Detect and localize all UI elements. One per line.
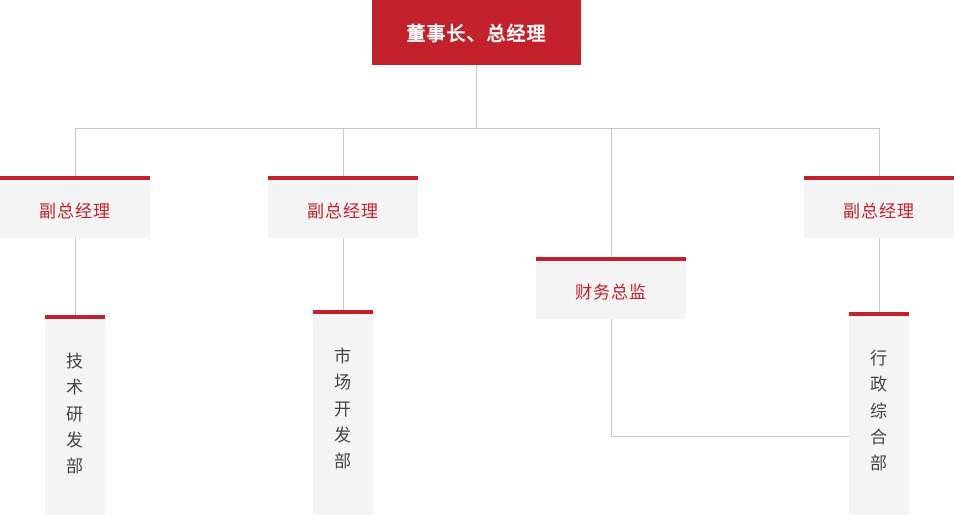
dept-char: 术: [66, 378, 84, 399]
connector-cfo-elbow-vertical: [611, 319, 612, 436]
connector-drop-cfo: [611, 128, 612, 257]
dept-char: 部: [334, 452, 352, 473]
dept-char: 技: [66, 352, 84, 372]
connector-bus-level2: [75, 128, 880, 129]
connector-drop-vp-2: [343, 128, 344, 176]
node-rnd-department-label: 技 术 研 发 部: [66, 349, 84, 515]
node-administration-department-label: 行 政 综 合 部: [870, 346, 888, 515]
connector-drop-market-dept: [343, 238, 344, 315]
node-vice-general-manager-3[interactable]: 副总经理: [804, 176, 954, 238]
connector-root-stem: [476, 65, 477, 128]
node-finance-director-label: 财务总监: [575, 282, 647, 303]
dept-char: 市: [334, 347, 352, 367]
node-market-development-department[interactable]: 市 场 开 发 部: [313, 310, 373, 515]
connector-drop-vp-1: [75, 128, 76, 176]
connector-cfo-elbow-horizontal: [611, 436, 849, 437]
node-finance-director[interactable]: 财务总监: [536, 257, 686, 319]
connector-drop-rnd-dept: [75, 238, 76, 315]
node-market-development-department-label: 市 场 开 发 部: [334, 344, 352, 515]
dept-char: 行: [870, 349, 888, 369]
node-vice-general-manager-3-label: 副总经理: [843, 201, 915, 222]
node-vice-general-manager-1[interactable]: 副总经理: [0, 176, 150, 238]
node-administration-department[interactable]: 行 政 综 合 部: [849, 312, 909, 515]
node-chairman-general-manager[interactable]: 董事长、总经理: [372, 0, 581, 65]
dept-char: 发: [334, 426, 352, 447]
dept-char: 政: [870, 375, 888, 396]
dept-char: 合: [870, 428, 888, 449]
connector-drop-admin-dept: [879, 238, 880, 312]
dept-char: 综: [870, 401, 888, 422]
dept-char: 开: [334, 399, 352, 420]
node-vice-general-manager-2[interactable]: 副总经理: [268, 176, 418, 238]
connector-drop-vp-3: [879, 128, 880, 176]
node-vice-general-manager-1-label: 副总经理: [39, 201, 111, 222]
dept-char: 部: [870, 454, 888, 475]
dept-char: 研: [66, 404, 84, 425]
dept-char: 发: [66, 431, 84, 452]
node-rnd-department[interactable]: 技 术 研 发 部: [45, 315, 105, 515]
node-chairman-general-manager-label: 董事长、总经理: [406, 23, 547, 45]
dept-char: 部: [66, 457, 84, 478]
node-vice-general-manager-2-label: 副总经理: [307, 201, 379, 222]
dept-char: 场: [334, 373, 352, 394]
